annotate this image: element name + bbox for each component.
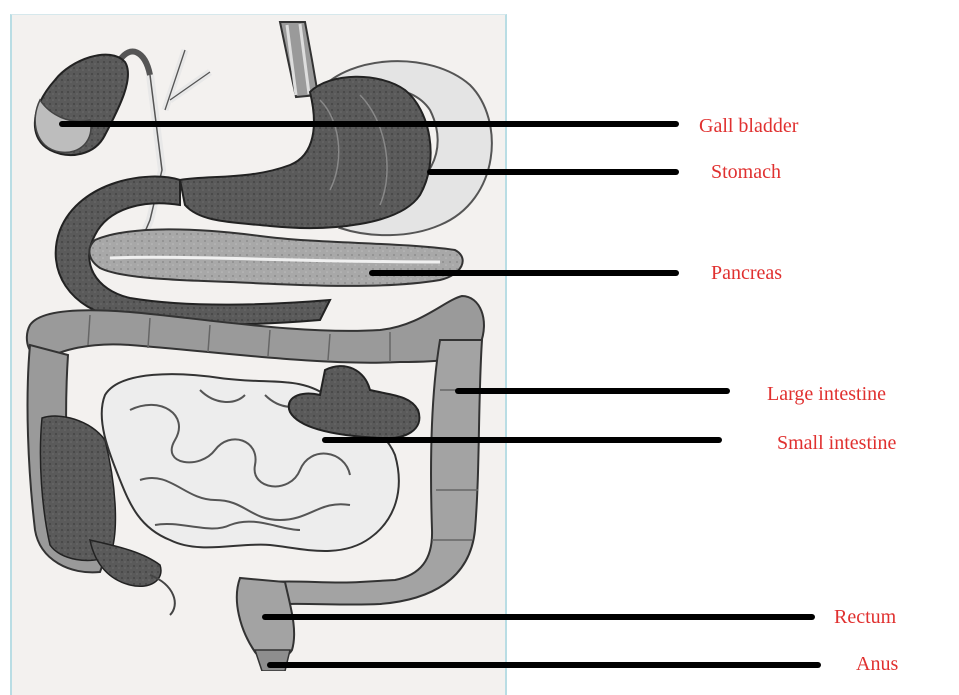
label-anus: Anus xyxy=(856,654,898,674)
label-large-intestine: Large intestine xyxy=(767,384,886,404)
leader-lines xyxy=(0,0,959,671)
label-stomach: Stomach xyxy=(711,162,781,182)
label-rectum: Rectum xyxy=(834,607,896,627)
label-gall-bladder: Gall bladder xyxy=(699,116,798,136)
label-small-intestine: Small intestine xyxy=(777,433,896,453)
label-pancreas: Pancreas xyxy=(711,263,782,283)
